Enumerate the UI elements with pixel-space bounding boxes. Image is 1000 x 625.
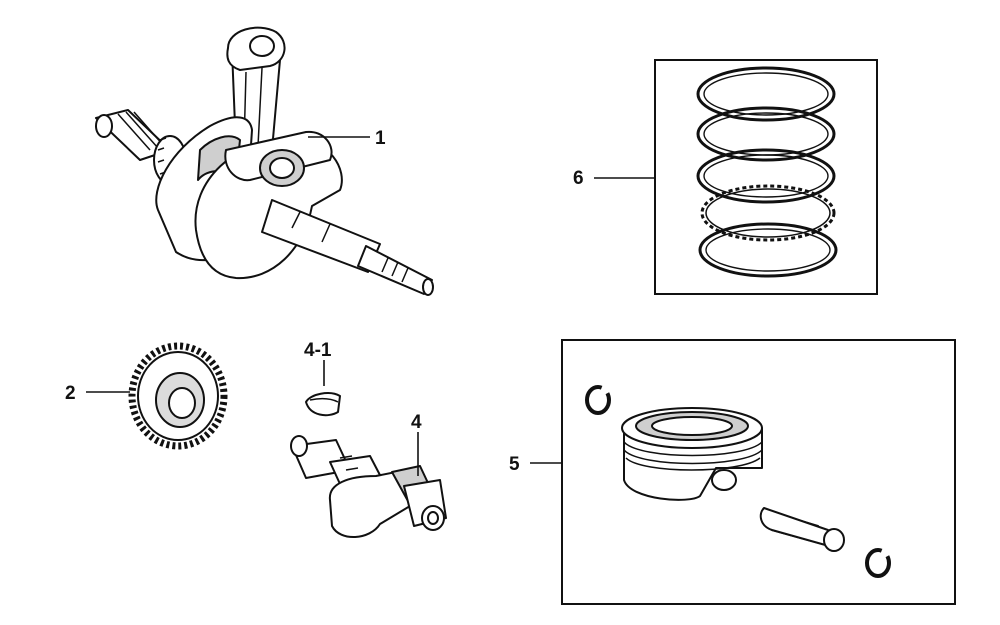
callout-1-label: 1 (375, 128, 386, 149)
piston-rings-frame (654, 59, 878, 295)
callout-2-label: 2 (65, 383, 76, 404)
callout-5-label: 5 (509, 454, 520, 475)
callout-4-label: 4 (411, 412, 422, 433)
piston-frame (561, 339, 956, 605)
crankshaft-assembly-icon (95, 26, 434, 296)
balancer-shaft-icon (290, 435, 447, 539)
gear-icon (128, 342, 228, 450)
piston-assembly-icon (585, 385, 891, 578)
piston-ring-set-icon (696, 66, 838, 278)
woodruff-key-icon (305, 392, 341, 417)
callout-4-1-label: 4-1 (304, 340, 332, 361)
callout-6-label: 6 (573, 168, 584, 189)
